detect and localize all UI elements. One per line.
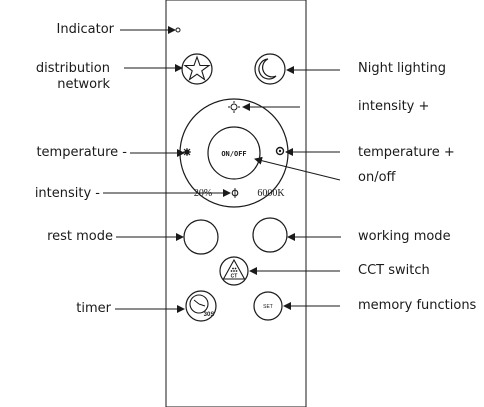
label-rest-mode: rest mode (47, 229, 113, 244)
distribution-network-button[interactable] (181, 53, 213, 85)
label-cct-switch: CCT switch (358, 263, 430, 278)
rest-mode-button (183, 219, 219, 255)
triangle-icon (222, 258, 246, 280)
remote-body (165, 0, 307, 407)
label-memory-functions: memory functions (358, 298, 477, 313)
cct-switch-button[interactable] (219, 256, 249, 286)
label-indicator: Indicator (56, 22, 114, 37)
on-off-text: ON/OFF (221, 150, 246, 158)
night-lighting-button[interactable] (254, 53, 286, 85)
intensity-plus-icon (228, 101, 240, 113)
leader-on-off (254, 156, 341, 181)
temperature-minus-icon (183, 148, 191, 156)
set-text: SET (263, 304, 273, 310)
cct-low-text: 20% (194, 188, 212, 199)
label-intensity-plus: intensity + (358, 99, 430, 114)
label-distribution-network: distribution network (35, 61, 110, 92)
working-mode-button (252, 217, 288, 253)
star-icon (183, 55, 211, 81)
temperature-plus-icon (275, 146, 285, 156)
label-temperature-minus: temperature - (36, 145, 127, 160)
cct-high-text: 6000K (257, 188, 285, 199)
label-temperature-plus: temperature + (358, 145, 455, 160)
label-intensity-minus: intensity - (34, 186, 100, 201)
timer-text: 30S (204, 312, 215, 318)
label-timer: timer (76, 301, 111, 316)
moon-icon (258, 58, 277, 80)
memory-set-button (253, 291, 283, 321)
on-off-button (207, 126, 261, 180)
label-night-lighting: Night lighting (358, 61, 446, 76)
indicator-dot (175, 27, 181, 33)
intensity-minus-icon (231, 188, 239, 198)
timer-button[interactable] (185, 290, 217, 322)
label-on-off: on/off (358, 170, 396, 185)
cct-icon-text: CT (231, 274, 238, 280)
label-working-mode: working mode (358, 229, 451, 244)
clock-icon (189, 294, 209, 314)
